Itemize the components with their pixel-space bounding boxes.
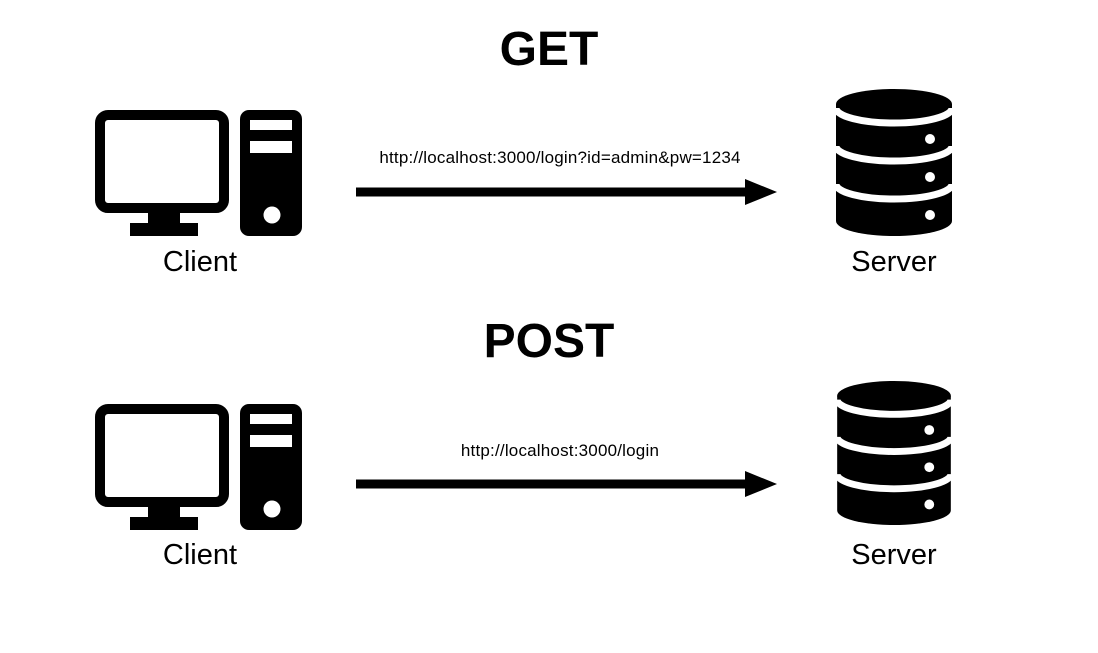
get-request-url: http://localhost:3000/login?id=admin&pw=…: [379, 148, 741, 167]
request-arrow-icon: [356, 469, 777, 499]
server-label: Server: [851, 246, 937, 278]
post-request-url: http://localhost:3000/login: [460, 441, 660, 460]
request-arrow-icon: [356, 177, 777, 207]
post-section-title: POST: [483, 315, 615, 368]
client-label: Client: [162, 246, 238, 278]
database-icon: [835, 381, 953, 526]
client-label: Client: [162, 539, 238, 571]
desktop-computer-icon: [95, 110, 305, 238]
server-label: Server: [851, 539, 937, 571]
get-section-title: GET: [499, 23, 599, 76]
desktop-computer-icon: [95, 404, 305, 532]
database-icon: [835, 88, 953, 238]
